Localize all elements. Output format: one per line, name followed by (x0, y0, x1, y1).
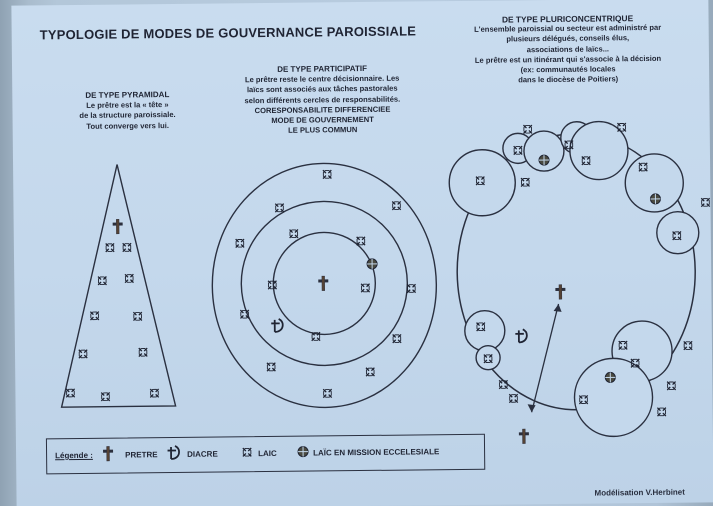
laic-icon (105, 242, 115, 253)
legend-label-diacre: DIACRE (187, 449, 218, 459)
laic-icon (266, 362, 277, 372)
laic-icon (322, 169, 333, 180)
participatif-inner-ring (272, 231, 377, 336)
footer-credit: Modélisation V.Herbinet (594, 487, 685, 498)
laic-icon (355, 236, 366, 246)
pluri-mission-icon (538, 154, 550, 166)
laic-icon (234, 238, 245, 249)
laic-icon (274, 202, 285, 213)
laic-icon (616, 122, 627, 133)
participatif-middle-ring (240, 200, 409, 367)
legend-label-laic: LAIC (258, 448, 277, 459)
pluri-diacre-icon (514, 328, 528, 344)
legend-label-pretre: PRETRE (125, 450, 158, 460)
laic-icon (508, 393, 519, 404)
laic-icon (65, 388, 76, 398)
laic-icon (666, 380, 677, 391)
community-circle (656, 210, 700, 255)
laic-icon (520, 177, 531, 188)
laic-icon (391, 200, 402, 211)
community-circle (573, 357, 654, 438)
pyramid-pretre-icon (112, 219, 123, 235)
laic-icon (122, 242, 132, 253)
laic-icon (406, 283, 417, 294)
community-circle (523, 130, 565, 172)
laic-icon (97, 275, 108, 286)
laic-icon (288, 228, 299, 239)
diagram-canvas (60, 120, 711, 462)
itinerant-arrow (531, 303, 560, 413)
participatif-mission-icon (366, 258, 378, 270)
legend-heading: Légende : (55, 450, 93, 461)
laic-icon (149, 388, 160, 399)
legend-label-mission: LAÏC EN MISSION ECCELESIALE (313, 447, 440, 458)
participatif-outer-ring (211, 162, 438, 409)
laic-icon (322, 388, 333, 399)
pluri-pretre-icon (555, 284, 566, 300)
laic-icon (267, 280, 278, 290)
pluri-mission-icon (604, 371, 616, 383)
arrow-head-bottom (527, 404, 536, 413)
laic-icon (100, 391, 111, 402)
laic-icon (391, 333, 402, 344)
community-circle (475, 344, 501, 371)
laic-icon (124, 273, 135, 284)
pluri-mission-icon (649, 193, 661, 205)
community-circle (569, 120, 629, 181)
pyramid-triangle (60, 164, 177, 408)
laic-icon (683, 340, 693, 351)
laic-icon (656, 406, 667, 417)
arrow-head-top (553, 303, 562, 312)
participatif-pretre-icon (318, 275, 329, 291)
laic-icon (132, 311, 143, 322)
laic-icon (360, 283, 371, 293)
laic-icon (700, 197, 711, 208)
poster-sheet: TYPOLOGIE DE MODES DE GOUVERNANCE PAROIS… (11, 0, 713, 506)
laic-icon (138, 347, 148, 358)
laic-icon (365, 367, 376, 377)
community-circle (624, 153, 684, 213)
laic-icon (78, 349, 88, 359)
laic-icon (522, 124, 533, 135)
legend: Légende : PRETRE DIACRE LAIC LAÏC EN MIS… (45, 433, 486, 475)
participatif-diacre-icon (270, 317, 284, 333)
laic-icon (89, 310, 100, 321)
pluri-pretre-icon (518, 428, 529, 444)
